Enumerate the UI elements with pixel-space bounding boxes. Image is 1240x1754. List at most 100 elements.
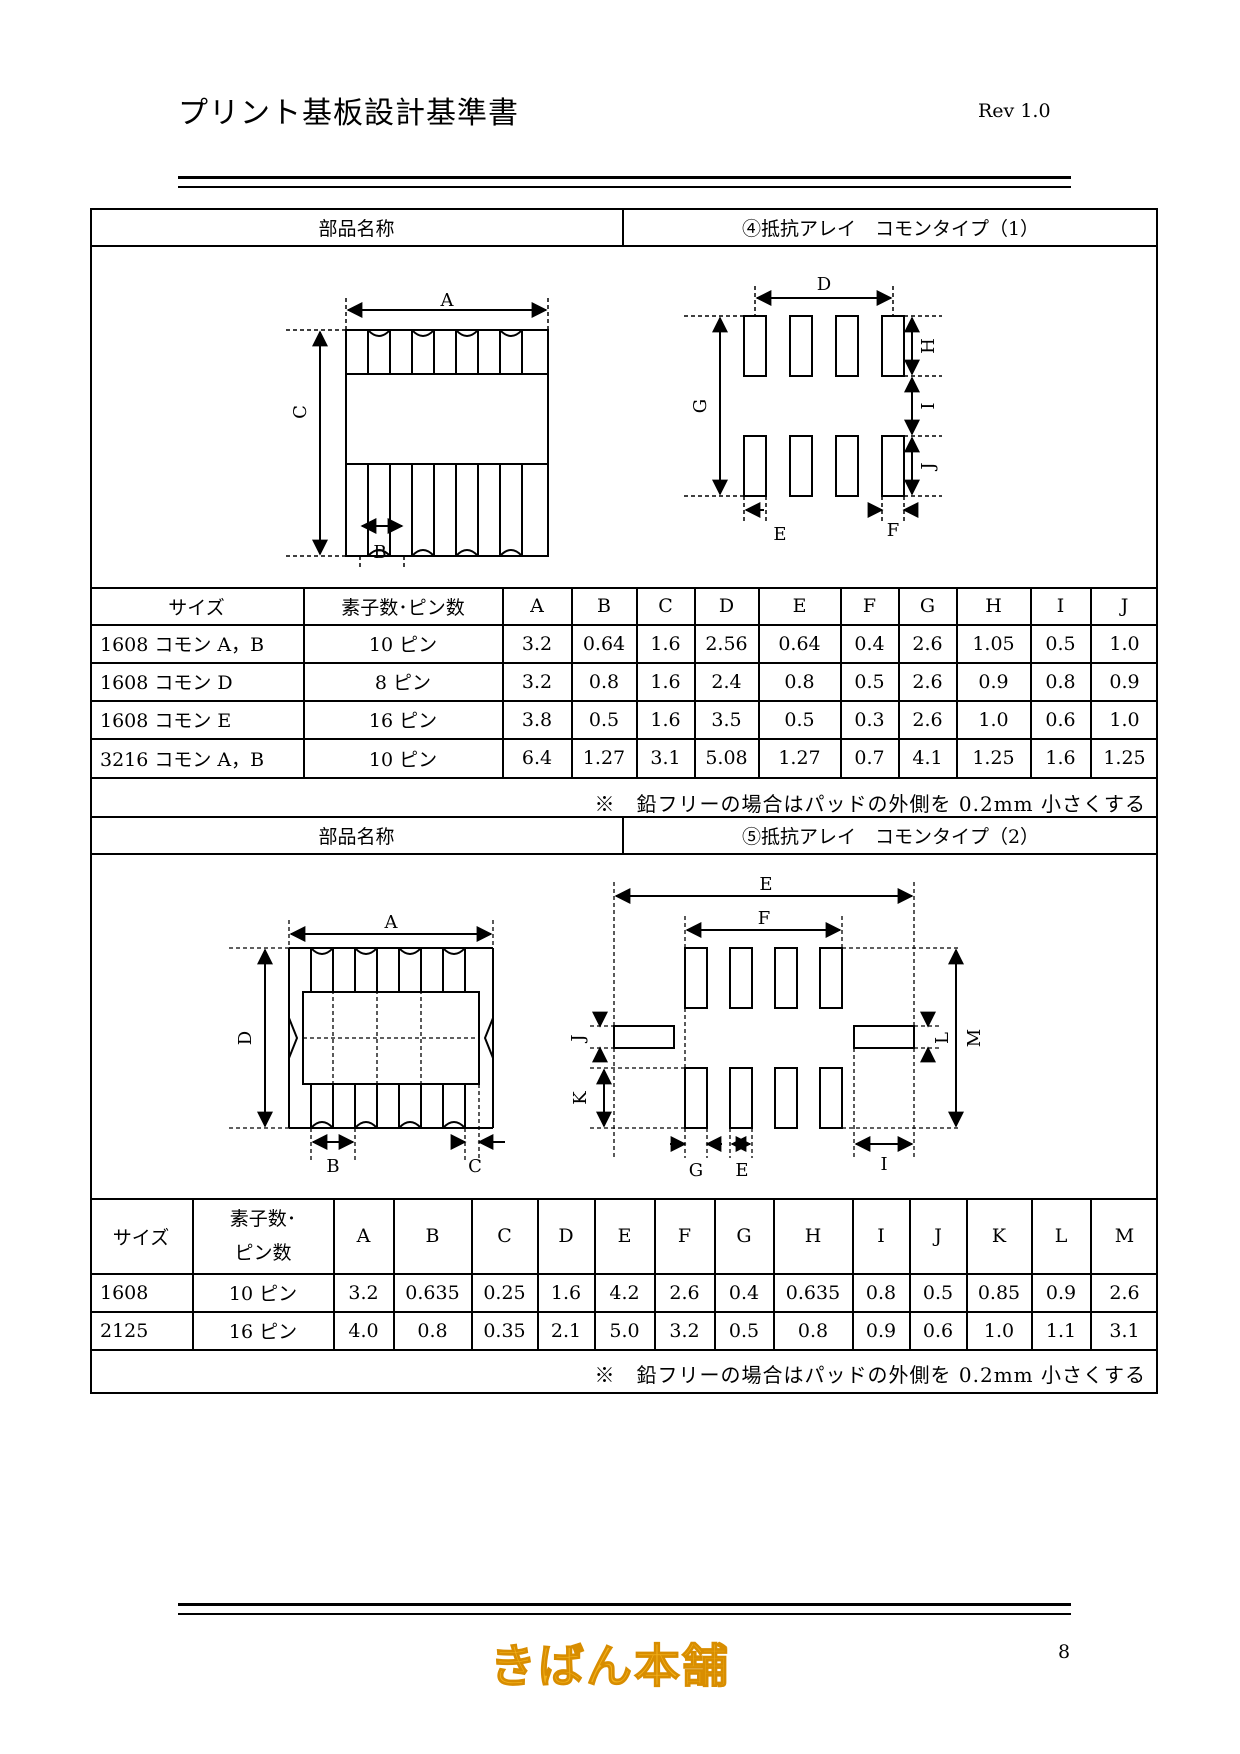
sec1-col-header: C: [658, 595, 673, 617]
sec1-cell-pins: 16 ピン: [368, 710, 438, 732]
sec2-col-header: K: [991, 1225, 1007, 1247]
sec1-cell-pins: 8 ピン: [374, 672, 432, 694]
header-rule-bottom: [178, 186, 1071, 188]
sec1-fig-label-i: I: [918, 402, 939, 409]
sec2-col-rule: [192, 1198, 194, 1350]
sec2-col-header: B: [425, 1225, 440, 1247]
sec1-cell-d: 5.08: [705, 747, 748, 769]
sec2-col-header: C: [497, 1225, 512, 1247]
sec1-name-label: 部品名称: [318, 217, 395, 240]
sec1-col-rule: [303, 587, 305, 777]
sec2-cell-d: 2.1: [550, 1319, 582, 1342]
sec2-col-rule: [852, 1198, 854, 1350]
sec2-cell-b: 0.8: [417, 1319, 448, 1342]
sec1-fig-label-d: D: [817, 274, 831, 295]
sec1-title-rule: [90, 245, 1158, 247]
sec1-cell-a: 6.4: [521, 747, 553, 769]
sec1-cell-a: 3.8: [521, 708, 553, 731]
sec1-col-header: J: [1120, 595, 1129, 617]
sec2-cell-pins: 10 ピン: [228, 1283, 298, 1305]
sec2-fig-label-c: C: [468, 1156, 482, 1177]
sec1-cell-a: 3.2: [521, 670, 553, 693]
sec2-cell-k: 0.85: [977, 1281, 1021, 1304]
sec1-cell-c: 1.6: [650, 708, 681, 731]
sec1-col-header: D: [718, 595, 735, 617]
sec2-cell-e: 4.2: [609, 1281, 640, 1304]
sec1-col-rule: [1030, 587, 1032, 777]
sec2-cell-i: 0.9: [865, 1319, 897, 1342]
sec1-cell-f: 0.7: [854, 747, 885, 769]
sec1-cell-i: 1.6: [1045, 747, 1076, 769]
sec2-cell-b: 0.635: [405, 1281, 460, 1304]
footer-rule-bottom: [178, 1613, 1071, 1615]
sec2-col-rule: [909, 1198, 911, 1350]
revision-label: Rev 1.0: [978, 100, 1051, 122]
sec1-cell-i: 0.6: [1045, 708, 1076, 731]
sec2-col-header: G: [736, 1225, 752, 1247]
sec2-fig-label-l: L: [932, 1032, 953, 1044]
sec1-cell-g: 2.6: [912, 708, 943, 731]
sec1-col-rule: [571, 587, 573, 777]
sec2-cell-d: 1.6: [550, 1281, 582, 1304]
sec2-cell-f: 2.6: [669, 1281, 700, 1304]
sec2-col-header: H: [804, 1225, 822, 1247]
sec1-cell-e: 1.27: [778, 747, 821, 769]
sec2-fig-label-b: B: [326, 1156, 339, 1177]
sec1-table-rule-2: [90, 662, 1158, 664]
sec1-cell-i: 0.5: [1045, 632, 1076, 655]
sec1-cell-pins: 10 ピン: [368, 748, 438, 771]
sec1-cell-f: 0.4: [854, 632, 885, 655]
sec1-cell-j: 0.9: [1109, 670, 1140, 693]
sec1-cell-b: 0.64: [582, 632, 626, 655]
sec1-col-header: 素子数･ピン数: [341, 596, 465, 619]
sec1-col-header: B: [597, 595, 611, 617]
sec2-cell-pins: 16 ピン: [228, 1321, 298, 1343]
sec2-col-rule: [393, 1198, 395, 1350]
sec2-name-label: 部品名称: [318, 826, 395, 848]
sec2-cell-size: 2125: [100, 1319, 149, 1342]
sec2-chip-diagram: A D B C: [229, 912, 505, 1177]
sec2-cell-h: 0.635: [785, 1281, 841, 1304]
sec2-table-rule-3: [90, 1349, 1158, 1351]
kiban-honpo-logo: きばん本舗: [489, 1638, 730, 1693]
sec2-title-divider: [622, 816, 624, 854]
sec2-table-top-rule: [90, 1198, 1158, 1200]
sec2-col-header: J: [934, 1225, 942, 1247]
sec2-cell-c: 0.35: [483, 1319, 526, 1342]
sec2-fig-label-k: K: [570, 1091, 591, 1105]
sec1-title-divider: [622, 208, 624, 246]
sec1-fig-label-h: H: [918, 338, 939, 354]
sec1-cell-h: 0.9: [978, 670, 1009, 693]
sec1-cell-h: 1.25: [972, 747, 1015, 769]
sec1-cell-size: 1608 コモン D: [100, 672, 233, 694]
sec1-land-pattern-diagram: D G H I J E F: [684, 274, 942, 545]
sec1-fig-label-g: G: [690, 399, 711, 413]
sec1-table-rule-5: [90, 777, 1158, 779]
sec2-col-header-pins-line1: 素子数･: [229, 1208, 297, 1230]
sec2-cell-g: 0.5: [728, 1319, 760, 1342]
sec1-cell-i: 0.8: [1045, 670, 1076, 693]
sec2-cell-size: 1608: [100, 1281, 149, 1304]
document-title: プリント基板設計基準書: [178, 96, 519, 131]
sec1-fig-label-e: E: [773, 524, 786, 545]
sec2-fig-label-f: F: [758, 908, 771, 929]
sec1-col-header: I: [1056, 595, 1065, 617]
sec1-table-top-rule: [90, 587, 1158, 589]
sec2-col-header: E: [617, 1225, 632, 1247]
sec2-col-rule: [654, 1198, 656, 1350]
sec2-cell-a: 3.2: [348, 1281, 379, 1304]
sec2-col-header: M: [1114, 1225, 1135, 1247]
sec2-fig-label-a: A: [384, 912, 399, 933]
sec2-col-header: F: [677, 1225, 692, 1247]
sec2-cell-i: 0.8: [865, 1281, 897, 1304]
sec2-table-rule-2: [90, 1311, 1158, 1313]
sec1-cell-h: 1.0: [978, 708, 1009, 731]
sec2-col-header-pins-line2: ピン数: [234, 1242, 292, 1264]
sec2-col-header: L: [1054, 1225, 1068, 1247]
sec2-cell-j: 0.6: [922, 1319, 954, 1342]
sec1-cell-j: 1.0: [1109, 708, 1140, 731]
sec1-fig-label-a: A: [440, 290, 455, 311]
sec2-col-header: I: [877, 1225, 885, 1247]
sec2-cell-g: 0.4: [728, 1281, 760, 1304]
sec1-table-rule-3: [90, 700, 1158, 702]
